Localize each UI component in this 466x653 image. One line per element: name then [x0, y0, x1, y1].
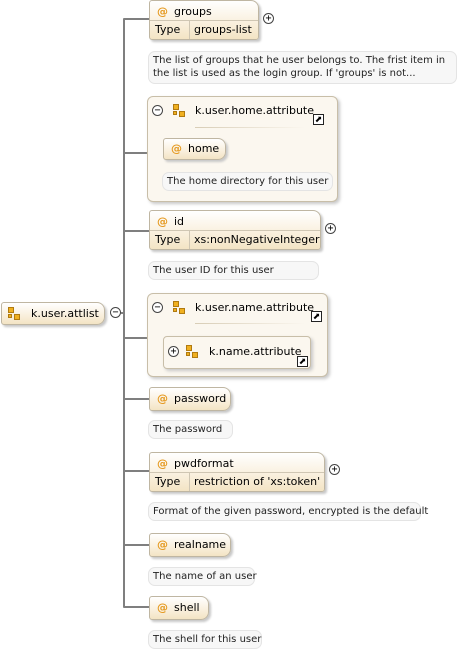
home-attribute-group[interactable]: − k.user.home.attribute ⬈ @ home The hom…	[147, 96, 338, 202]
group-title: k.user.home.attribute	[195, 104, 315, 117]
name-attribute-group[interactable]: − k.user.name.attribute ⬈ + k.name.attri…	[147, 293, 328, 377]
attribute-id[interactable]: @ id Type xs:nonNegativeInteger	[149, 210, 321, 250]
id-documentation: The user ID for this user	[148, 261, 319, 280]
attribute-shell[interactable]: @ shell	[149, 596, 209, 620]
type-label: Type	[155, 23, 181, 36]
at-sign-icon: @	[157, 538, 168, 551]
type-value: xs:nonNegativeInteger	[194, 233, 320, 246]
attribute-realname[interactable]: @ realname	[149, 533, 231, 557]
attribute-password[interactable]: @ password	[149, 387, 231, 411]
branch-name-group	[124, 337, 148, 339]
root-label: k.user.attlist	[31, 307, 99, 320]
attribute-group-icon	[173, 104, 187, 118]
expand-icon[interactable]: +	[325, 223, 336, 234]
branch-realname	[124, 544, 150, 546]
at-sign-icon: @	[157, 457, 168, 470]
type-label: Type	[155, 233, 181, 246]
type-value: groups-list	[194, 23, 252, 36]
jump-arrow-icon[interactable]: ⬈	[313, 114, 324, 125]
attribute-name: password	[174, 392, 227, 405]
attribute-group-icon	[186, 345, 200, 359]
expand-icon[interactable]: +	[329, 464, 340, 475]
title-underline	[195, 323, 305, 324]
doc-line: the list is used as the login group. If …	[153, 68, 416, 79]
at-sign-icon: @	[157, 5, 168, 18]
collapse-icon[interactable]: −	[152, 105, 163, 116]
trunk-line	[123, 18, 125, 608]
home-documentation: The home directory for this user	[162, 172, 334, 191]
expand-icon[interactable]: +	[168, 346, 179, 357]
branch-groups	[124, 18, 150, 20]
divider	[150, 230, 320, 231]
branch-shell	[124, 606, 150, 608]
doc-line: The list of groups that he user belongs …	[153, 55, 446, 66]
at-sign-icon: @	[171, 142, 182, 155]
root-attribute-group[interactable]: k.user.attlist	[1, 302, 105, 325]
name-attribute-ref[interactable]: + k.name.attribute ⬈	[163, 336, 311, 369]
title-underline	[195, 127, 305, 128]
attribute-group-icon	[173, 301, 187, 315]
jump-arrow-icon[interactable]: ⬈	[311, 311, 322, 322]
divider	[150, 20, 258, 21]
pwdformat-documentation: Format of the given password, encrypted …	[148, 502, 428, 521]
attribute-name: pwdformat	[174, 457, 234, 470]
branch-password	[124, 398, 150, 400]
shell-documentation: The shell for this user	[148, 630, 262, 649]
group-title: k.name.attribute	[209, 345, 302, 358]
groups-documentation: The list of groups that he user belongs …	[148, 51, 457, 84]
branch-id	[124, 230, 150, 232]
divider	[189, 20, 190, 39]
divider	[189, 472, 190, 491]
branch-home	[124, 152, 148, 154]
attribute-group-icon	[8, 307, 22, 321]
type-value: restriction of 'xs:token'	[194, 475, 321, 488]
password-documentation: The password	[148, 420, 233, 439]
at-sign-icon: @	[157, 392, 168, 405]
type-label: Type	[155, 475, 181, 488]
collapse-icon[interactable]: −	[152, 302, 163, 313]
branch-pwdformat	[124, 470, 150, 472]
divider	[150, 472, 324, 473]
attribute-name: home	[188, 142, 220, 155]
realname-documentation: The name of an user	[148, 567, 257, 586]
jump-arrow-icon[interactable]: ⬈	[297, 356, 308, 367]
attribute-name: shell	[174, 601, 200, 614]
divider	[189, 230, 190, 249]
at-sign-icon: @	[157, 215, 168, 228]
collapse-icon[interactable]: −	[110, 307, 121, 318]
attribute-home[interactable]: @ home	[163, 138, 226, 160]
attribute-name: id	[174, 215, 185, 228]
attribute-pwdformat[interactable]: @ pwdformat Type restriction of 'xs:toke…	[149, 452, 325, 492]
attribute-name: groups	[174, 5, 212, 18]
attribute-name: realname	[174, 538, 227, 551]
expand-icon[interactable]: +	[263, 13, 274, 24]
group-title: k.user.name.attribute	[195, 301, 315, 314]
at-sign-icon: @	[157, 601, 168, 614]
attribute-groups[interactable]: @ groups Type groups-list	[149, 0, 259, 40]
